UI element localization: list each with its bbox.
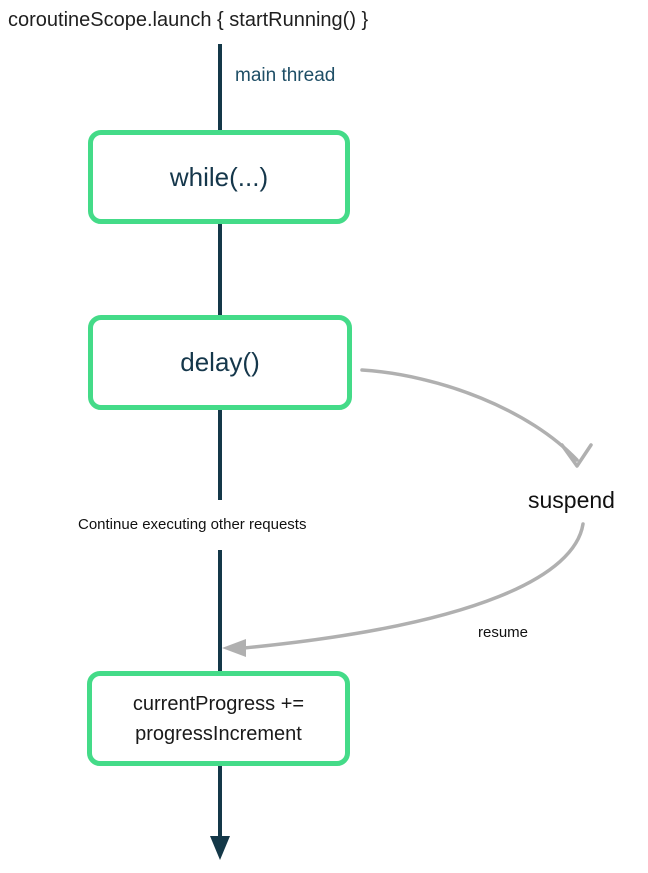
node-progress: currentProgress += progressIncrement bbox=[87, 671, 350, 766]
suspend-curve bbox=[360, 368, 579, 462]
suspend-label: suspend bbox=[528, 487, 615, 513]
main-thread-label: main thread bbox=[235, 65, 336, 86]
main-thread-arrowhead-icon bbox=[210, 836, 230, 860]
resume-label: resume bbox=[478, 624, 529, 641]
node-progress-label: currentProgress += progressIncrement bbox=[132, 692, 305, 745]
resume-curve bbox=[242, 522, 585, 650]
suspend-arrowhead-icon bbox=[560, 443, 593, 468]
resume-arrowhead-icon bbox=[222, 639, 246, 657]
continue-note: Continue executing other requests bbox=[78, 516, 307, 533]
node-while: while(...) bbox=[88, 130, 350, 224]
node-while-label: while(...) bbox=[169, 161, 269, 192]
node-delay: delay() bbox=[88, 315, 352, 410]
node-delay-label: delay() bbox=[180, 347, 260, 377]
code-caption: coroutineScope.launch { startRunning() } bbox=[8, 9, 369, 31]
